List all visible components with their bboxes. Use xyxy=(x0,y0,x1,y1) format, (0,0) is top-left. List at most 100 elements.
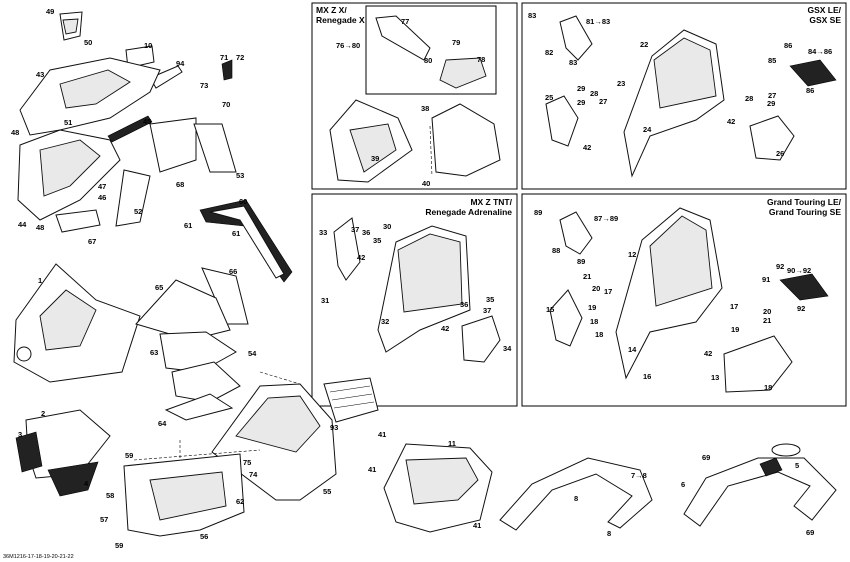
callout-label: 6 xyxy=(681,480,685,489)
frame-mxz-x-title-1: MX Z X/ xyxy=(316,5,347,15)
callout-label: 57 xyxy=(100,515,108,524)
callout-label: 32 xyxy=(381,317,389,326)
callout-label: 20 xyxy=(763,307,771,316)
callout-label: 73 xyxy=(200,81,208,90)
frame-mxz-x-inset xyxy=(365,5,497,95)
callout-label: 93 xyxy=(330,423,338,432)
callout-label: 88 xyxy=(552,246,560,255)
callout-label: 31 xyxy=(321,296,329,305)
frame-gsx-title-2: GSX SE xyxy=(809,15,841,25)
frame-gsx xyxy=(521,2,847,190)
callout-label: 78 xyxy=(477,55,485,64)
callout-label: 83 xyxy=(528,11,536,20)
callout-label: 17 xyxy=(730,302,738,311)
callout-label: 21 xyxy=(583,272,591,281)
callout-label: 80 xyxy=(424,56,432,65)
callout-label: 1 xyxy=(38,276,42,285)
callout-label: 66 xyxy=(229,267,237,276)
callout-label: 71 xyxy=(220,53,228,62)
callout-label: 50 xyxy=(84,38,92,47)
callout-label: 55 xyxy=(323,487,331,496)
callout-label: 49 xyxy=(46,7,54,16)
upper-console-group xyxy=(17,11,237,233)
callout-label: 29 xyxy=(577,84,585,93)
callout-label: 77 xyxy=(401,17,409,26)
callout-label: 19 xyxy=(731,325,739,334)
mxz-x-parts xyxy=(329,15,501,183)
callout-label: 18 xyxy=(590,317,598,326)
frame-mxz-tnt-title-1: MX Z TNT/ xyxy=(470,197,512,207)
callout-label: 42 xyxy=(583,143,591,152)
mxz-tnt-parts xyxy=(333,217,501,363)
gsx-parts xyxy=(545,15,837,178)
callout-label: 25 xyxy=(545,93,553,102)
callout-label: 92 xyxy=(776,262,784,271)
callout-label: 86 xyxy=(806,86,814,95)
callout-label: 18 xyxy=(595,330,603,339)
callout-label: 21 xyxy=(763,316,771,325)
callout-label: 17 xyxy=(604,287,612,296)
callout-label: 92 xyxy=(797,304,805,313)
callout-label: 2 xyxy=(41,409,45,418)
callout-label: 56 xyxy=(200,532,208,541)
grand-touring-parts xyxy=(549,207,829,393)
callout-label: 41 xyxy=(473,521,481,530)
callout-label: 59 xyxy=(115,541,123,550)
callout-label: 8 xyxy=(574,494,578,503)
callout-label: 87→89 xyxy=(594,214,618,223)
callout-label: 42 xyxy=(704,349,712,358)
callout-label: 81→83 xyxy=(586,17,610,26)
callout-label: 35 xyxy=(373,236,381,245)
callout-label: 13 xyxy=(711,373,719,382)
callout-label: 67 xyxy=(88,237,96,246)
callout-label: 24 xyxy=(643,125,652,134)
callout-label: 27 xyxy=(768,91,776,100)
callout-label: 12 xyxy=(628,250,636,259)
callout-label: 42 xyxy=(727,117,735,126)
callout-label: 16 xyxy=(643,372,651,381)
callout-label: 37 xyxy=(351,225,359,234)
callout-label: 48 xyxy=(36,223,44,232)
callout-label: 35 xyxy=(486,295,494,304)
callout-label: 68 xyxy=(176,180,184,189)
callout-label: 45 xyxy=(143,117,151,126)
callout-label: 41 xyxy=(378,430,386,439)
callout-label: 42 xyxy=(441,324,449,333)
callout-label: 42 xyxy=(357,253,365,262)
callout-label: 65 xyxy=(155,283,163,292)
callout-label: 94 xyxy=(176,59,185,68)
callout-label: 75 xyxy=(243,458,251,467)
callout-label: 89 xyxy=(577,257,585,266)
frame-grand-touring-title-1: Grand Touring LE/ xyxy=(767,197,842,207)
callout-label: 72 xyxy=(236,53,244,62)
callout-label: 64 xyxy=(158,419,167,428)
callout-label: 63 xyxy=(150,348,158,357)
callout-label: 79 xyxy=(452,38,460,47)
diagram-reference-code: 36M1216-17-18-19-20-21-22 xyxy=(3,554,74,560)
callout-label: 22 xyxy=(640,40,648,49)
callout-label: 30 xyxy=(383,222,391,231)
callout-label: 29 xyxy=(577,98,585,107)
frame-mxz-x-title-2: Renegade X xyxy=(316,15,365,25)
callout-label: 20 xyxy=(592,284,600,293)
callout-label: 82 xyxy=(545,48,553,57)
callout-label: 34 xyxy=(503,344,512,353)
callout-label: 74 xyxy=(249,470,258,479)
callout-label: 14 xyxy=(628,345,637,354)
frame-gsx-title-1: GSX LE/ xyxy=(807,5,841,15)
callout-label: 47 xyxy=(98,182,106,191)
callout-label: 61 xyxy=(184,221,192,230)
callout-label: 4 xyxy=(84,479,89,488)
callout-label: 40 xyxy=(422,179,430,188)
callout-label: 53 xyxy=(236,171,244,180)
callout-label: 5 xyxy=(795,461,799,470)
callout-label: 61 xyxy=(232,229,240,238)
frame-grand-touring-title-2: Grand Touring SE xyxy=(769,207,841,217)
frame-mxz-x xyxy=(311,2,518,190)
frame-mxz-tnt-title-2: Renegade Adrenaline xyxy=(425,207,512,217)
callout-label: 3 xyxy=(18,430,22,439)
callout-label: 69 xyxy=(702,453,710,462)
